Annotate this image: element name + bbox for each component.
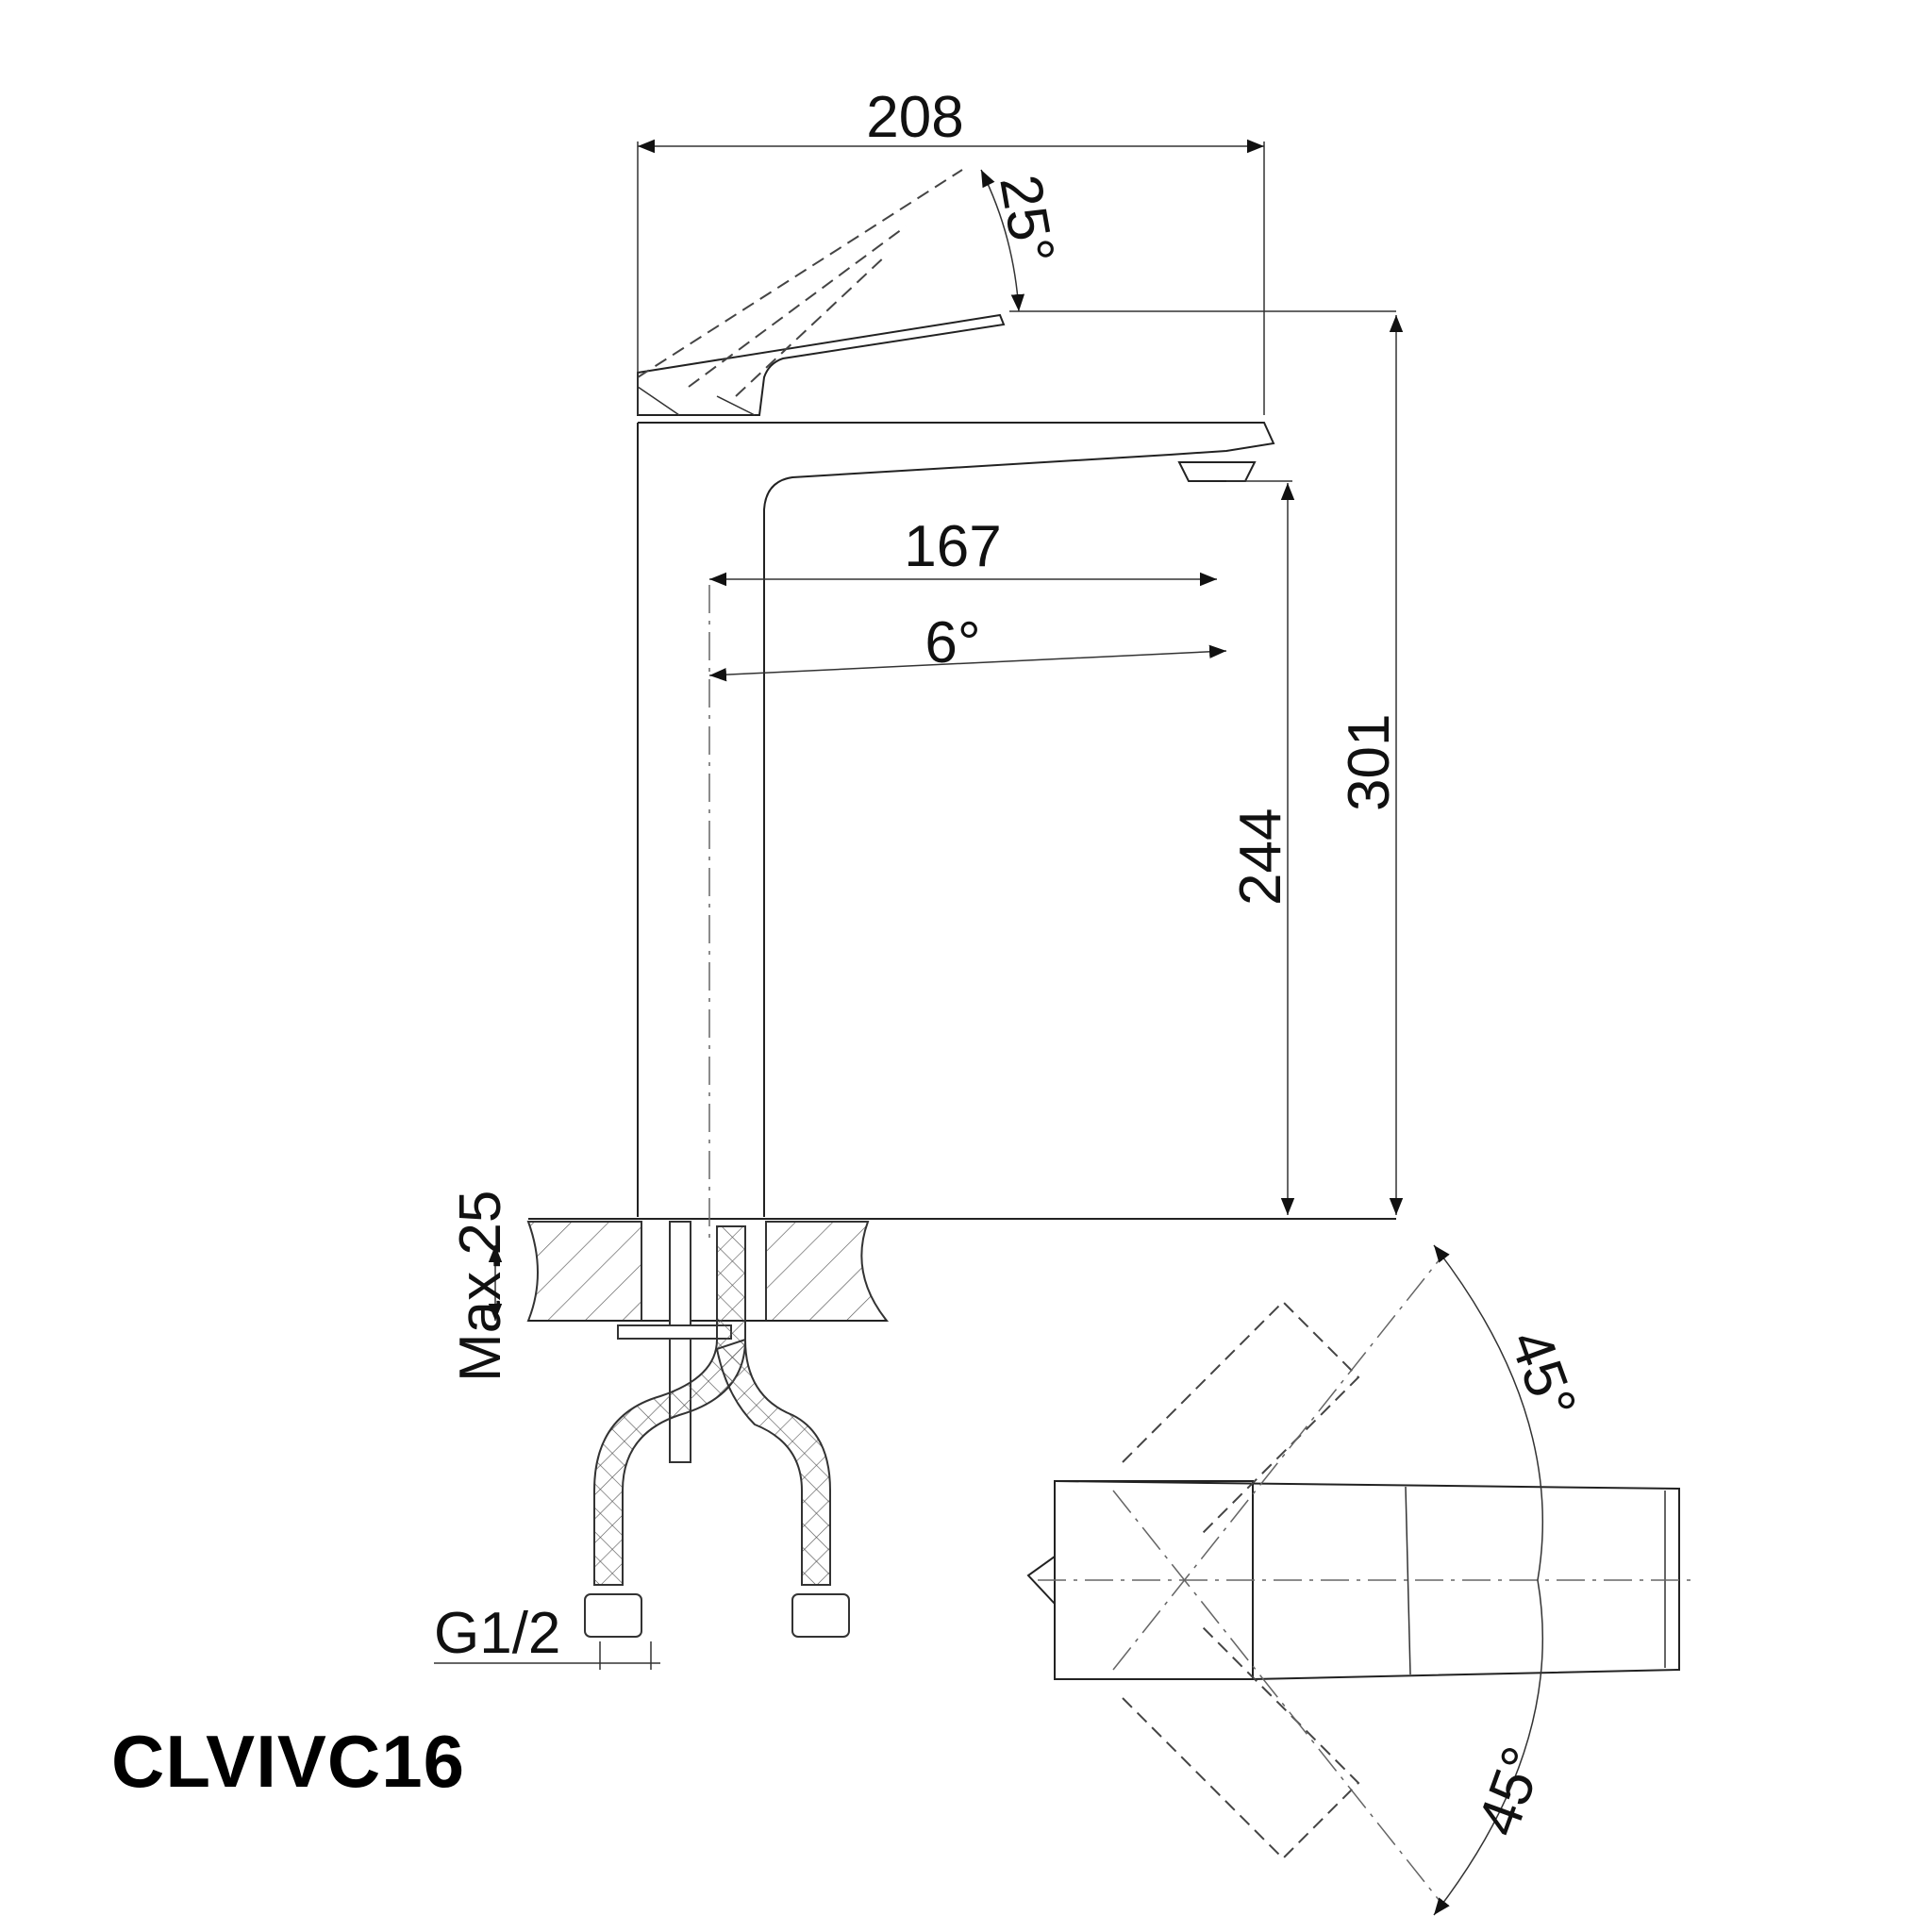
dim-spout-angle: 6° [924, 610, 980, 675]
dimension-lines [434, 139, 1404, 1670]
dim-lever-angle: 25° [987, 170, 1066, 268]
countertop-section [526, 1221, 890, 1322]
model-title: CLVIVC16 [111, 1720, 465, 1803]
dim-thread: G1/2 [434, 1601, 560, 1666]
faucet-top-view [1026, 1244, 1698, 1916]
dim-rotation-left: 45° [1497, 1322, 1589, 1427]
dim-spout-reach: 167 [904, 514, 1001, 579]
faucet-side-view [528, 169, 1396, 1220]
dim-spout-height: 244 [1228, 808, 1293, 906]
dim-overall-width: 208 [866, 85, 963, 150]
dim-overall-height: 301 [1337, 714, 1402, 811]
supply-hoses [584, 1221, 850, 1638]
dim-rotation-right: 45° [1465, 1739, 1557, 1844]
dim-max-deck: Max.25 [448, 1191, 513, 1382]
